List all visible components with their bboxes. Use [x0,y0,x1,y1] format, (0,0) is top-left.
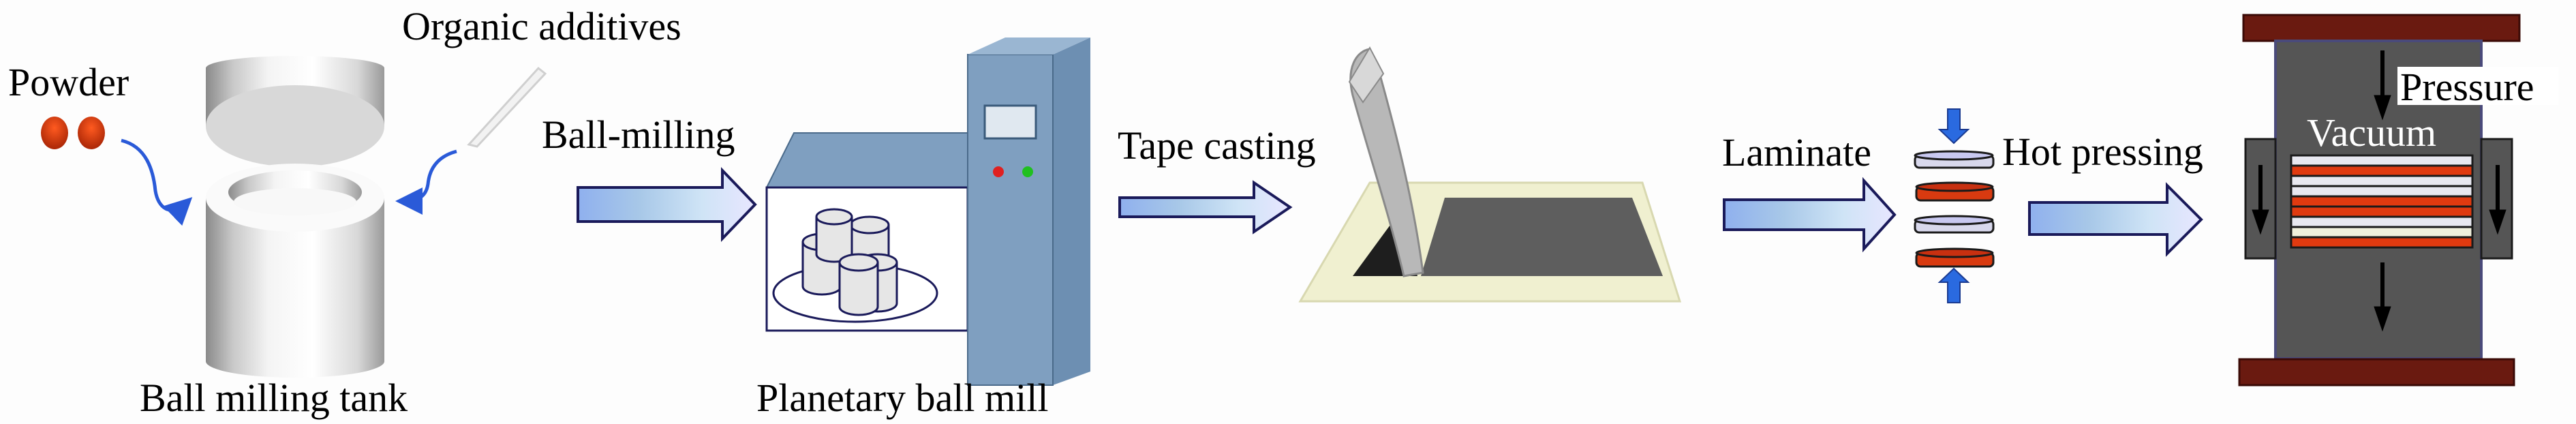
laminate-label: Laminate [1722,130,1871,175]
laminated-stack [2290,154,2474,249]
press-up-arrow-icon [1937,267,1970,303]
pressure-label: Pressure [2400,65,2534,109]
vacuum-label: Vacuum [2307,110,2436,155]
tape-casting-bed-icon [1298,46,1682,303]
mill-red-button-icon [993,166,1004,177]
ball-milling-label: Ball-milling [542,112,735,157]
press-down-arrow-icon [1937,108,1970,145]
laminate-layer-white [2290,175,2474,187]
planetary-ball-mill-icon [765,37,1090,386]
ball-milling-arrow-icon [577,167,757,242]
laminate-layer-white [2290,185,2474,198]
pressure-label-box [2397,67,2558,105]
ball-milling-tank-label: Ball milling tank [140,376,408,420]
organic-additives-label: Organic additives [402,4,681,48]
planetary-ball-mill-label: Planetary ball mill [756,376,1048,420]
tape-casting-label: Tape casting [1118,123,1316,168]
pipette-icon [467,66,547,148]
laminate-layer-white [2290,154,2474,167]
mill-green-button-icon [1022,166,1033,177]
mill-display-screen [983,104,1037,140]
top-press-plate [2242,14,2521,42]
laminate-layer-red [2290,195,2474,208]
laminate-layer-white [2290,215,2474,228]
laminate-layer-red [2290,164,2474,177]
powder-ball-icon [78,117,105,149]
bottom-press-plate [2238,358,2515,387]
laminate-layer-red [2290,205,2474,218]
tape-casting-arrow-icon [1118,180,1293,234]
powder-label: Powder [8,60,129,104]
laminate-layer-cream [2290,226,2474,239]
ball-milling-tank-icon [206,56,384,378]
hot-pressing-arrow-icon [2028,182,2203,257]
doctor-blade-icon [1349,48,1424,277]
powder-curved-arrow-icon [121,138,193,226]
hot-press-icon [2238,14,2521,387]
powder-ball-icon [41,117,68,149]
hot-pressing-label: Hot pressing [2002,130,2203,174]
laminate-discs-icon [1914,108,1995,303]
additives-curved-arrow-icon [395,149,457,215]
laminate-arrow-icon [1723,177,1897,253]
laminate-layer-red [2290,236,2474,249]
